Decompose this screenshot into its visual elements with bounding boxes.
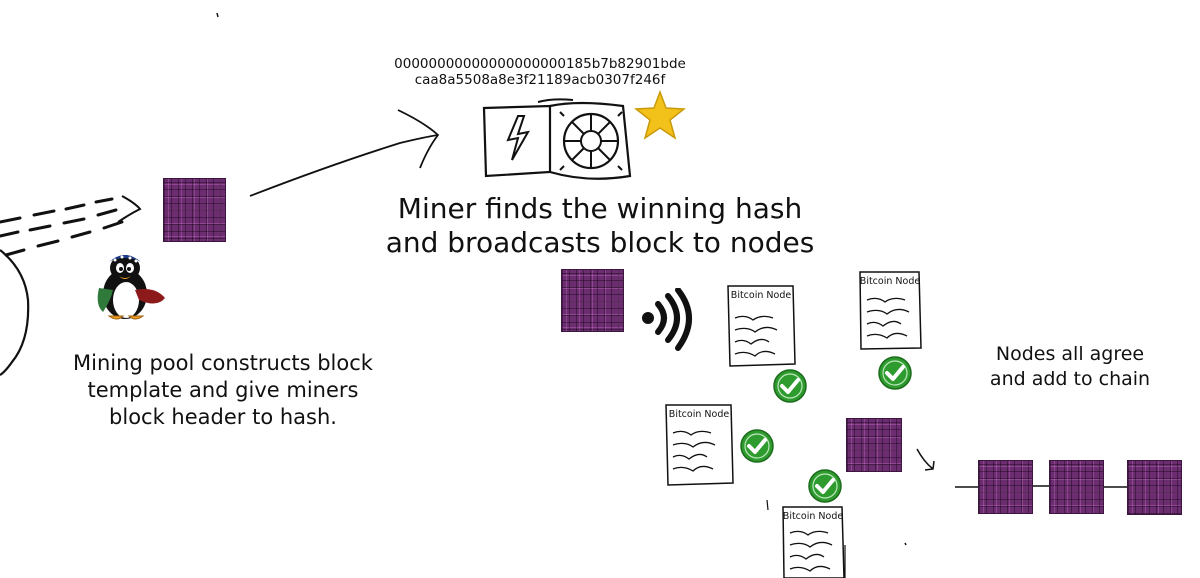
bitcoin-node-1: Bitcoin Node <box>725 284 797 368</box>
block-template <box>163 178 226 242</box>
bitcoin-node-2: Bitcoin Node <box>857 270 923 350</box>
tick-mark <box>216 12 219 18</box>
check-icon <box>878 356 912 390</box>
node-label: Bitcoin Node <box>730 290 792 301</box>
bitcoin-node-4: Bitcoin Node <box>780 505 846 578</box>
pool-circle-edge <box>0 249 30 376</box>
star-icon <box>634 90 686 140</box>
bitcoin-node-3: Bitcoin Node <box>663 403 735 487</box>
curved-arrow <box>249 134 439 197</box>
nodes-caption-line: and add to chain <box>989 368 1151 390</box>
divider <box>766 499 769 511</box>
miner-caption: Miner finds the winning hash and broadca… <box>370 192 830 260</box>
speed-line-1 <box>0 197 114 224</box>
broadcast-block <box>561 269 624 332</box>
speed-line-3 <box>4 220 124 257</box>
validated-block <box>846 418 902 472</box>
pool-caption-line: block header to hash. <box>109 405 337 429</box>
miner-caption-line: and broadcasts block to nodes <box>385 226 815 259</box>
hash-line-1: 00000000000000000000185b7b82901bde <box>394 56 686 72</box>
asic-miner-icon <box>482 98 632 180</box>
speed-line-2 <box>0 208 118 238</box>
node-label: Bitcoin Node <box>859 276 921 287</box>
check-icon <box>808 469 842 503</box>
nodes-caption-line: Nodes all agree <box>995 343 1145 365</box>
node-label: Bitcoin Node <box>668 409 730 420</box>
penguin-miner-icon <box>97 255 165 320</box>
check-icon <box>740 429 774 463</box>
nodes-caption: Nodes all agree and add to chain <box>965 342 1175 392</box>
hash-line-2: caa8a5508a8e3f21189acb0307f246f <box>414 72 666 88</box>
tick-mark <box>904 542 907 546</box>
document-icon <box>859 271 922 350</box>
pool-caption-line: template and give miners <box>87 378 359 402</box>
pool-caption-line: Mining pool constructs block <box>73 351 373 375</box>
broadcast-icon <box>642 288 692 351</box>
chain-block <box>1049 460 1104 514</box>
check-icon <box>773 369 807 403</box>
pool-caption: Mining pool constructs block template an… <box>43 350 403 431</box>
document-icon <box>727 285 796 367</box>
document-icon <box>782 506 845 578</box>
miner-caption-line: Miner finds the winning hash <box>397 192 803 225</box>
chain-block <box>1127 460 1182 515</box>
node-label: Bitcoin Node <box>782 511 844 522</box>
curved-arrowhead <box>397 109 440 169</box>
chain-block <box>978 460 1033 514</box>
arrowhead-1 <box>117 195 142 223</box>
winning-hash: 00000000000000000000185b7b82901bde caa8a… <box>370 56 710 88</box>
chain-arrow <box>916 448 935 471</box>
document-icon <box>665 404 734 486</box>
